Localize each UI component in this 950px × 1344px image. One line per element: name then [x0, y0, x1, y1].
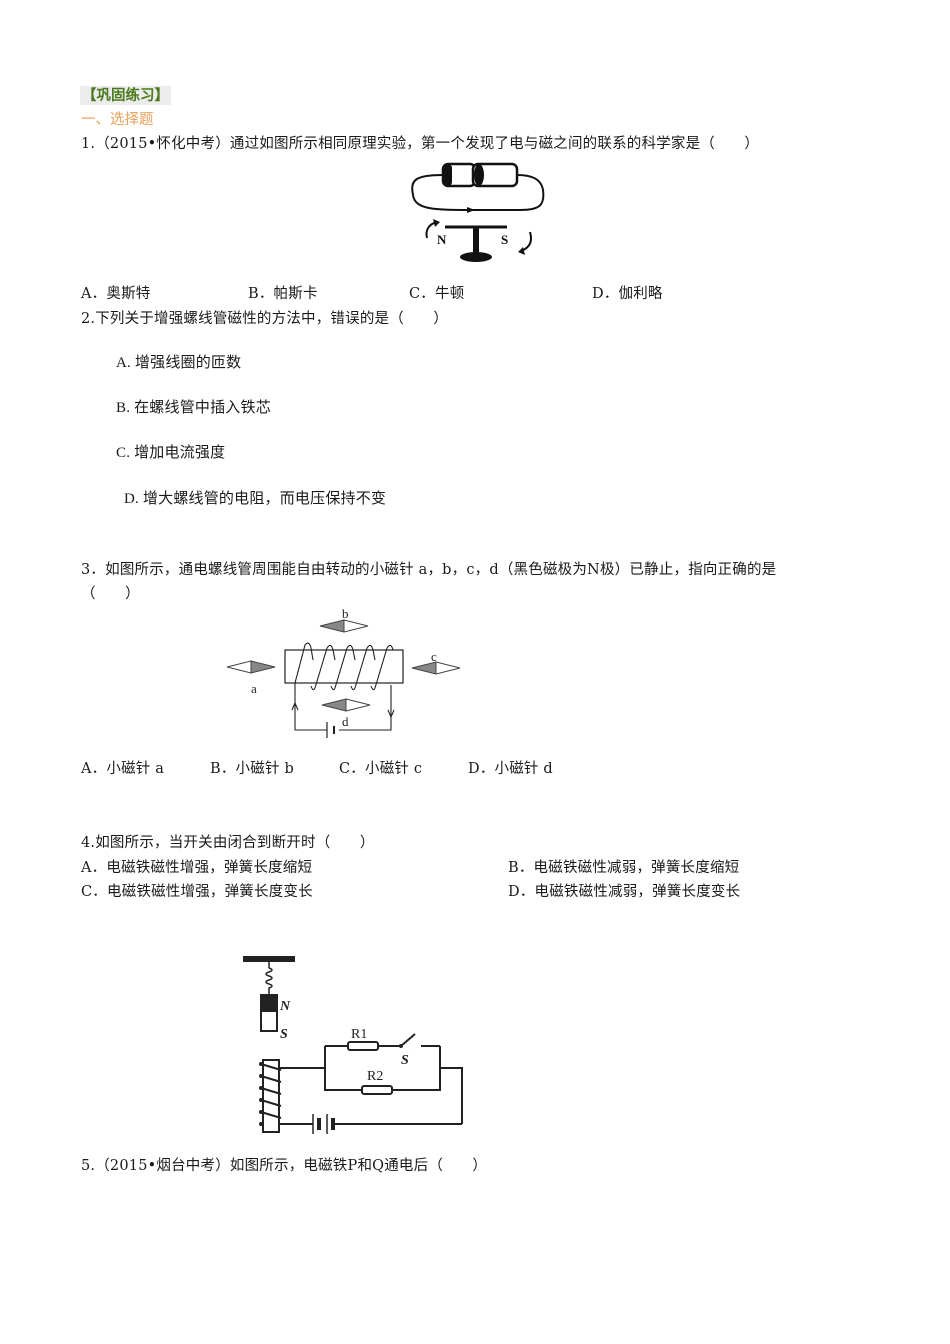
question-4-option-b[interactable]: B．电磁铁磁性减弱，弹簧长度缩短: [508, 860, 740, 876]
needle-a-label: a: [251, 681, 257, 696]
question-3-option-b[interactable]: B．小磁针 b: [210, 761, 294, 777]
question-2-option-b[interactable]: B. 在螺线管中插入铁芯: [116, 400, 271, 416]
question-3-option-a[interactable]: A．小磁针 a: [81, 761, 165, 777]
question-4-option-a[interactable]: A．电磁铁磁性增强，弹簧长度缩短: [81, 860, 313, 876]
needle-b-label: b: [342, 606, 349, 621]
question-2-stem: 2.下列关于增强螺线管磁性的方法中，错误的是（ ）: [81, 311, 449, 327]
section-heading: 一、选择题: [81, 112, 154, 128]
needle-d-label: d: [342, 714, 349, 729]
needle-c-label: c: [431, 649, 437, 664]
r2-label: R2: [367, 1069, 383, 1084]
section-tag: 【巩固练习】: [80, 86, 171, 105]
question-3-option-d[interactable]: D．小磁针 d: [468, 761, 553, 777]
question-3-stem-line2: （ ）: [81, 586, 140, 602]
question-1-option-b[interactable]: B．帕斯卡: [248, 286, 318, 302]
question-5-stem: 5.（2015•烟台中考）如图所示，电磁铁P和Q通电后（ ）: [81, 1158, 488, 1174]
magnet-s-label: S: [280, 1027, 288, 1042]
question-2-option-d[interactable]: D. 增大螺线管的电阻，而电压保持不变: [124, 491, 387, 507]
question-1-option-c[interactable]: C．牛顿: [409, 286, 465, 302]
switch-label: S: [401, 1053, 409, 1068]
compass-n-label: N: [437, 232, 447, 247]
question-4-stem: 4.如图所示，当开关由闭合到断开时（ ）: [81, 835, 375, 851]
question-4-figure: N S R1 R2 S: [243, 956, 463, 1134]
question-3-figure: a b c d: [226, 606, 461, 738]
question-1-figure: N S: [411, 162, 545, 262]
magnet-n-label: N: [279, 999, 291, 1014]
question-1-stem: 1.（2015•怀化中考）通过如图所示相同原理实验，第一个发现了电与磁之间的联系…: [81, 136, 760, 152]
compass-s-label: S: [501, 232, 508, 247]
question-1-option-a[interactable]: A．奥斯特: [81, 286, 151, 302]
r1-label: R1: [351, 1027, 367, 1042]
question-4-option-d[interactable]: D．电磁铁磁性减弱，弹簧长度变长: [508, 884, 741, 900]
question-3-option-c[interactable]: C．小磁针 c: [339, 761, 423, 777]
question-4-option-c[interactable]: C．电磁铁磁性增强，弹簧长度变长: [81, 884, 313, 900]
question-1-option-d[interactable]: D．伽利略: [592, 286, 663, 302]
question-2-option-a[interactable]: A. 增强线圈的匝数: [116, 355, 242, 371]
question-2-option-c[interactable]: C. 增加电流强度: [116, 445, 226, 461]
question-3-stem-line1: 3．如图所示，通电螺线管周围能自由转动的小磁针 a，b，c，d（黑色磁极为N极）…: [81, 562, 777, 578]
